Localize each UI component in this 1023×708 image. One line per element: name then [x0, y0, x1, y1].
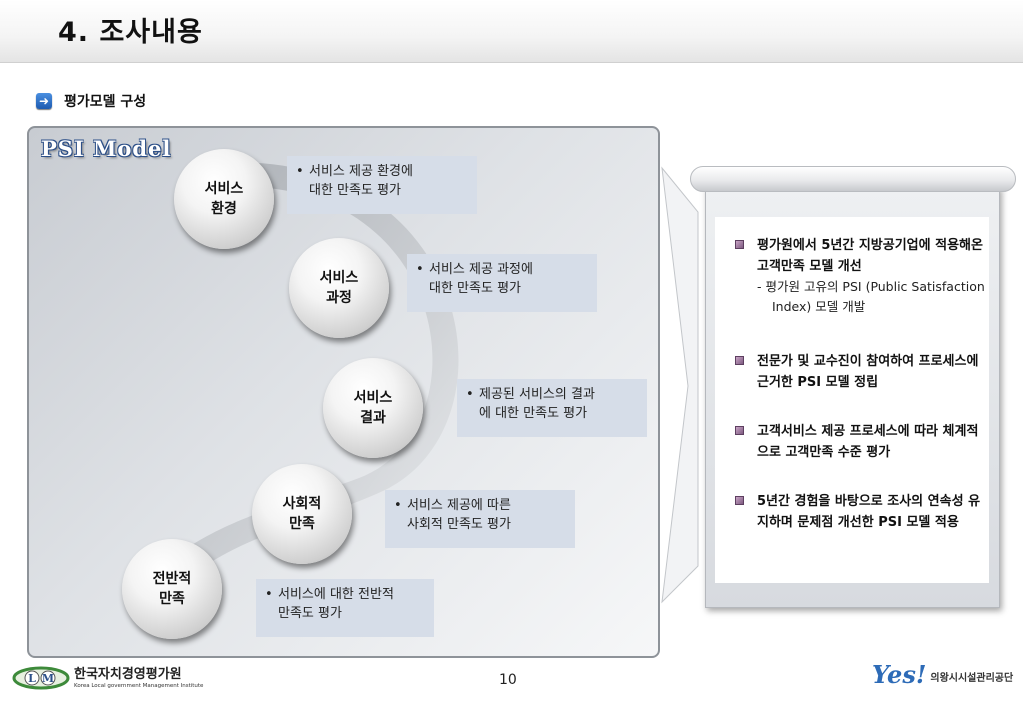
desc-text: 서비스 제공 환경에 대한 만족도 평가 — [309, 164, 413, 198]
org-logo-right: Yes! 의왕시시설관리공단 — [872, 662, 1013, 688]
org-name: 한국자치경영평가원 — [74, 666, 182, 682]
bullet-text: 고객서비스 제공 프로세스에 따라 체계적으로 고객만족 수준 평가 — [757, 424, 979, 460]
desc-text: 제공된 서비스의 결과 에 대한 만족도 평가 — [479, 387, 595, 421]
circle-service-process: 서비스 과정 — [289, 238, 389, 338]
bullet-text: 전문가 및 교수진이 참여하여 프로세스에 근거한 PSI 모델 정립 — [757, 354, 979, 390]
connector-chevron — [661, 166, 699, 604]
section-label: 평가모델 구성 — [64, 94, 147, 110]
desc-service-result: 제공된 서비스의 결과 에 대한 만족도 평가 — [457, 379, 647, 437]
summary-scroll: 평가원에서 5년간 지방공기업에 적용해온 고객만족 모델 개선 - 평가원 고… — [690, 166, 1020, 612]
circle-service-environment: 서비스 환경 — [174, 149, 274, 249]
circle-social-satisfaction: 사회적 만족 — [252, 464, 352, 564]
desc-overall-satisfaction: 서비스에 대한 전반적 만족도 평가 — [256, 579, 434, 637]
bullet-square-icon — [735, 356, 744, 365]
circle-overall-satisfaction: 전반적 만족 — [122, 539, 222, 639]
desc-social-satisfaction: 서비스 제공에 따른 사회적 만족도 평가 — [385, 490, 575, 548]
yes-logo: Yes! — [872, 660, 927, 689]
summary-bullet: 고객서비스 제공 프로세스에 따라 체계적으로 고객만족 수준 평가 — [735, 421, 985, 463]
bullet-square-icon — [735, 240, 744, 249]
desc-text: 서비스 제공에 따른 사회적 만족도 평가 — [407, 498, 511, 532]
scroll-body: 평가원에서 5년간 지방공기업에 적용해온 고객만족 모델 개선 - 평가원 고… — [705, 186, 1000, 608]
scroll-content: 평가원에서 5년간 지방공기업에 적용해온 고객만족 모델 개선 - 평가원 고… — [715, 217, 989, 583]
slide-title: 4. 조사내용 — [58, 17, 203, 48]
scroll-roll — [690, 166, 1016, 192]
bullet-text: 평가원에서 5년간 지방공기업에 적용해온 고객만족 모델 개선 — [757, 238, 983, 274]
summary-bullet: 5년간 경험을 바탕으로 조사의 연속성 유지하며 문제점 개선한 PSI 모델… — [735, 491, 985, 533]
right-org-name: 의왕시시설관리공단 — [930, 673, 1014, 684]
summary-bullet: 전문가 및 교수진이 참여하여 프로세스에 근거한 PSI 모델 정립 — [735, 351, 985, 393]
org-name-en: Korea Local government Management Instit… — [74, 682, 204, 689]
desc-service-environment: 서비스 제공 환경에 대한 만족도 평가 — [287, 156, 477, 214]
bullet-square-icon — [735, 496, 744, 505]
desc-text: 서비스 제공 과정에 대한 만족도 평가 — [429, 262, 533, 296]
desc-text: 서비스에 대한 전반적 만족도 평가 — [278, 587, 394, 621]
bullet-square-icon — [735, 426, 744, 435]
psi-model-logo: PSI Model — [41, 136, 172, 161]
circle-service-result: 서비스 결과 — [323, 358, 423, 458]
summary-bullet: 평가원에서 5년간 지방공기업에 적용해온 고객만족 모델 개선 - 평가원 고… — [735, 235, 985, 317]
desc-service-process: 서비스 제공 과정에 대한 만족도 평가 — [407, 254, 597, 312]
section-heading: ➜ 평가모델 구성 — [36, 90, 146, 112]
bullet-text: 5년간 경험을 바탕으로 조사의 연속성 유지하며 문제점 개선한 PSI 모델… — [757, 494, 981, 530]
page-number: 10 — [499, 672, 517, 688]
psi-model-panel: PSI Model 서비스 환경 서비스 제공 환경에 대한 만족도 평가 서비… — [27, 126, 660, 658]
slide-header: 4. 조사내용 — [0, 0, 1023, 63]
bullet-subtext: - 평가원 고유의 PSI (Public Satisfaction Index… — [757, 279, 985, 314]
arrow-right-icon: ➜ — [36, 93, 52, 109]
logo-letter: M — [42, 672, 54, 685]
logo-letter: L — [28, 672, 36, 685]
